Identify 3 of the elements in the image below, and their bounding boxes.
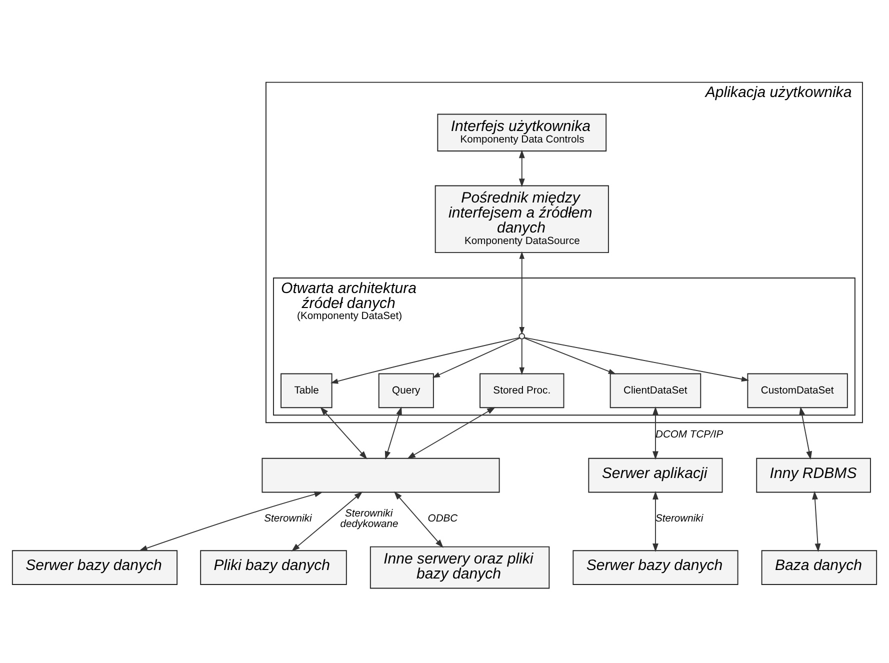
edge-label: ODBC — [428, 513, 458, 524]
edge-label: Sterowniki — [264, 513, 312, 524]
edge-label: Sterowniki dedykowane — [340, 508, 398, 530]
